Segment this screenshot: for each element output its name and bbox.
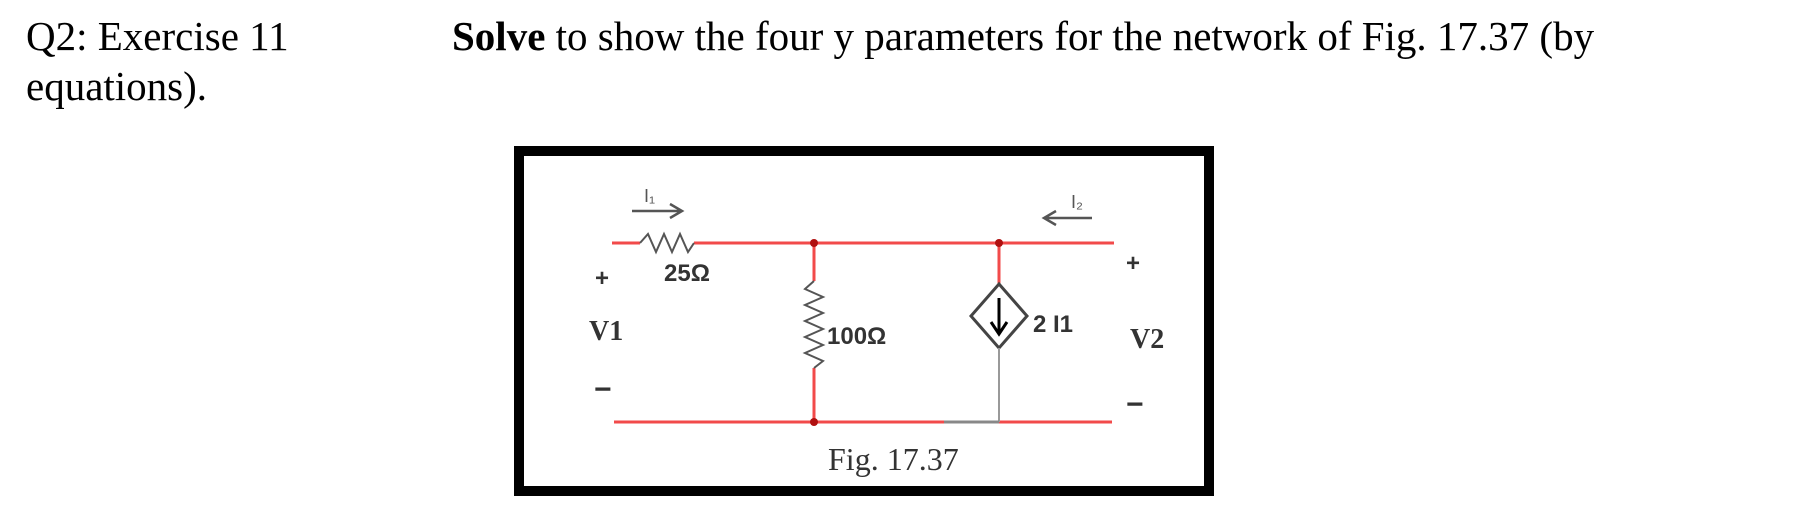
figure-frame	[514, 146, 1214, 496]
source-arrow-down-icon	[989, 298, 1009, 337]
junction-top-left	[810, 239, 818, 247]
question-continuation: equations).	[26, 63, 208, 109]
port-1-voltage-label: V1	[589, 316, 623, 347]
current-i1-arrow-icon	[632, 202, 685, 220]
circuit-wires	[612, 241, 1114, 424]
question-label: Q2: Exercise 11	[26, 13, 289, 59]
resistor-25-ohm	[639, 231, 695, 255]
figure-caption: Fig. 17.37	[828, 441, 959, 477]
question-bold-word: Solve	[452, 13, 546, 59]
port-2-plus: +	[1126, 250, 1140, 277]
current-i2-arrow-icon	[1041, 209, 1092, 227]
port-2-voltage-label: V2	[1130, 324, 1164, 355]
current-i1-label: I₁	[644, 186, 655, 206]
junction-bottom-left	[810, 418, 818, 426]
port-1-plus: +	[595, 265, 609, 292]
port-2-minus: −	[1126, 388, 1144, 421]
current-i2-label: I₂	[1071, 192, 1083, 212]
circuit-figure: I₁ I₂ 25Ω 100Ω 2 I1 + V1 − + V2 − Fig. 1…	[514, 146, 1214, 496]
junction-top-right	[995, 239, 1003, 247]
resistor-100-ohm	[802, 280, 826, 369]
source-label: 2 I1	[1033, 311, 1073, 338]
resistor-25-label: 25Ω	[664, 260, 710, 287]
question-text-rest: to show the four y parameters for the ne…	[545, 13, 1595, 59]
question-text: Solve to show the four y parameters for …	[452, 12, 1594, 60]
resistor-100-label: 100Ω	[827, 323, 886, 350]
port-1-minus: −	[594, 373, 612, 406]
